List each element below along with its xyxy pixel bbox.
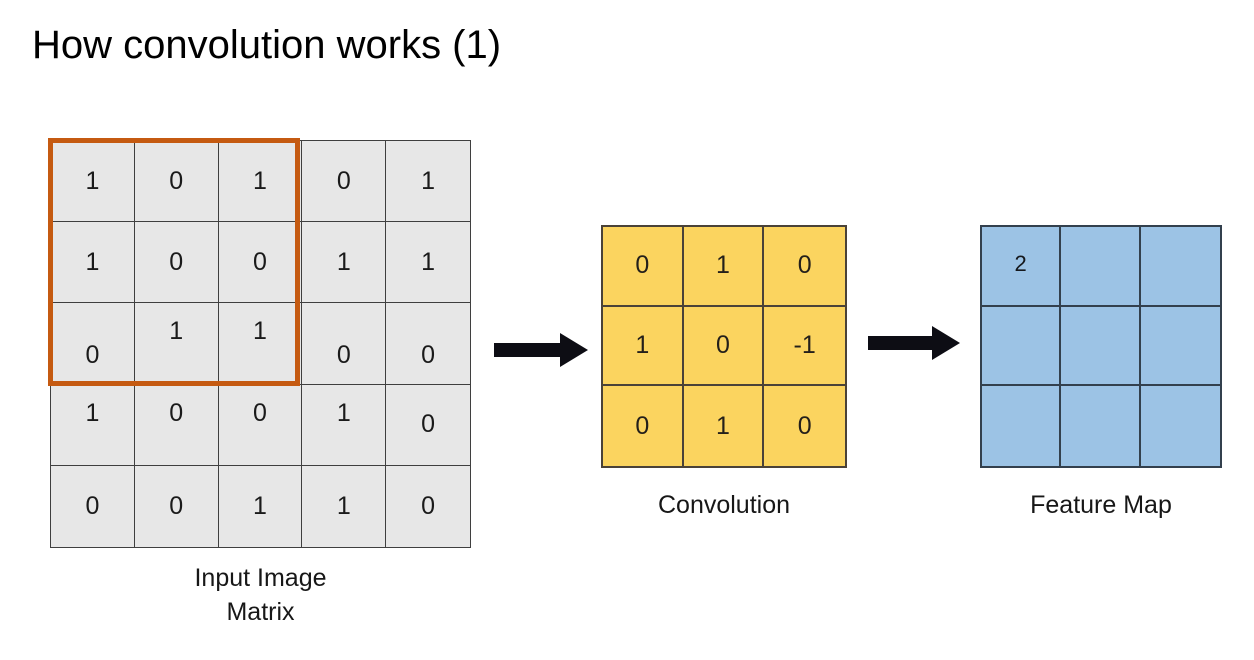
feature-cell-r2c1	[1061, 386, 1141, 466]
input-cell-r1c1: 0	[134, 222, 219, 304]
feature-cell-r1c2	[1140, 306, 1220, 387]
input-cell-r3c4: 0	[386, 384, 470, 466]
kernel-cell-r2c2: 0	[764, 386, 845, 466]
input-cell-r0c2: 1	[218, 141, 303, 223]
kernel-cell-r1c0: 1	[603, 306, 684, 387]
input-cell-r2c2: 1	[218, 303, 303, 385]
convolution-caption: Convolution	[657, 491, 791, 519]
input-cell-r1c2: 0	[218, 222, 303, 304]
input-image-matrix: 1 0 1 0 1 1 0 0 1 1 0 1 1 0 0 1 0 0 1 0 …	[50, 140, 471, 548]
kernel-cell-r1c1: 0	[683, 306, 765, 387]
input-cell-r1c3: 1	[302, 222, 387, 304]
input-cell-r1c4: 1	[386, 222, 470, 304]
input-cell-r4c3: 1	[302, 465, 387, 547]
input-cell-r2c1: 1	[134, 303, 219, 385]
input-cell-r0c1: 0	[134, 141, 219, 223]
input-cell-r2c3: 0	[302, 303, 387, 385]
input-caption-line-1: Input Image	[194, 564, 327, 592]
convolution-kernel-matrix: 0 1 0 1 0 -1 0 1 0	[601, 225, 847, 468]
input-cell-r4c2: 1	[218, 465, 303, 547]
input-cell-r3c3: 1	[302, 384, 387, 466]
feature-cell-r0c0: 2	[982, 227, 1062, 307]
input-cell-r0c3: 0	[302, 141, 387, 223]
kernel-cell-r0c1: 1	[683, 227, 765, 307]
input-cell-r4c0: 0	[51, 465, 135, 547]
kernel-cell-r1c2: -1	[764, 306, 845, 387]
arrow-right-icon	[494, 330, 590, 375]
input-cell-r3c0: 1	[51, 384, 135, 466]
arrow-right-icon	[868, 323, 962, 368]
feature-map-caption: Feature Map	[1030, 491, 1172, 519]
feature-cell-r0c1	[1061, 227, 1141, 307]
feature-cell-r0c2	[1140, 227, 1220, 307]
input-cell-r0c4: 1	[386, 141, 470, 223]
input-cell-r4c4: 0	[386, 465, 470, 547]
input-cell-r0c0: 1	[51, 141, 135, 223]
kernel-cell-r2c1: 1	[683, 386, 765, 466]
input-cell-r3c1: 0	[134, 384, 219, 466]
feature-cell-r2c2	[1140, 386, 1220, 466]
feature-cell-r1c0	[982, 306, 1062, 387]
input-caption-line-2: Matrix	[226, 597, 295, 626]
feature-cell-r1c1	[1061, 306, 1141, 387]
input-cell-r2c0: 0	[51, 303, 135, 385]
page-title: How convolution works (1)	[32, 23, 502, 67]
input-cell-r4c1: 0	[134, 465, 219, 547]
feature-cell-r2c0	[982, 386, 1062, 466]
input-cell-r1c0: 1	[51, 222, 135, 304]
kernel-cell-r0c0: 0	[603, 227, 684, 307]
input-cell-r3c2: 0	[218, 384, 303, 466]
feature-map-matrix: 2	[980, 225, 1222, 468]
input-cell-r2c4: 0	[386, 303, 470, 385]
kernel-cell-r2c0: 0	[603, 386, 684, 466]
kernel-cell-r0c2: 0	[764, 227, 845, 307]
